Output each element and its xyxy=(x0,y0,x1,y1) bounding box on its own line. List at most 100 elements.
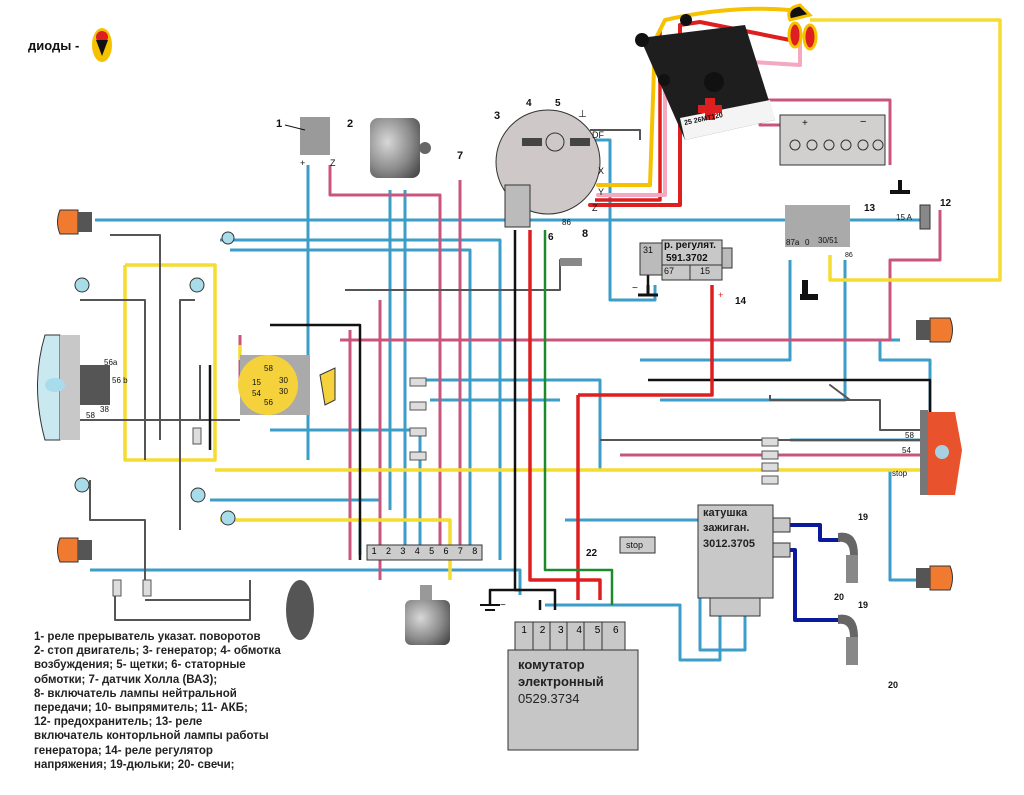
distributor xyxy=(405,585,450,645)
wire-hv xyxy=(780,523,840,542)
headlight-pin-58: 58 xyxy=(86,411,95,420)
headlight-pin-38: 38 xyxy=(100,405,109,414)
headlight-pin-56a: 56a xyxy=(104,358,118,367)
voltage-regulator xyxy=(638,239,733,297)
legend-line: генератора; 14- реле регулятор xyxy=(34,744,213,757)
wire-gray xyxy=(590,129,641,140)
wire-blue xyxy=(565,518,747,652)
connector-pin: 6 xyxy=(443,546,449,556)
wire-gray xyxy=(179,299,195,530)
commutator-pin: 1 xyxy=(521,625,527,636)
ignition-pin-15: 15 xyxy=(252,378,261,387)
label-4: 4 xyxy=(526,98,532,109)
label-12: 12 xyxy=(940,198,952,209)
connector-pin: 7 xyxy=(457,546,463,556)
gen-lamp-relay xyxy=(785,205,850,300)
ignition-switch xyxy=(238,355,336,415)
connector-block-pins: 1 2 3 4 5 6 7 8 xyxy=(367,546,482,556)
legend-line: 12- предохранитель; 13- реле xyxy=(34,716,203,729)
ignition-pin-30a: 30 xyxy=(279,376,288,385)
label-5: 5 xyxy=(555,98,561,109)
label-2: 2 xyxy=(347,118,354,130)
relay13-pin-86: 86 xyxy=(845,252,853,259)
commutator-title-1: комутатор xyxy=(518,657,585,672)
label-1: 1 xyxy=(276,118,283,130)
wire-red xyxy=(528,230,602,600)
legend-line: передачи; 10- выпрямитель; 11- АКБ; xyxy=(34,702,248,715)
turn-signal-lamps xyxy=(57,209,953,591)
wire-gray xyxy=(80,299,146,460)
relay13-pin-30-51: 30/51 xyxy=(818,236,839,245)
stop-switch-label: stop xyxy=(626,540,644,550)
label-19b: 19 xyxy=(858,600,869,610)
wire-blue xyxy=(270,428,422,560)
connector-block xyxy=(366,544,483,561)
regulator-pin-15: 15 xyxy=(700,266,711,276)
ignition-pin-30b: 30 xyxy=(279,387,288,396)
regulator-pin-31: 31 xyxy=(643,245,654,255)
label-14: 14 xyxy=(735,296,747,307)
wire-blue xyxy=(90,568,522,595)
relay13-pin-87a: 87a xyxy=(786,238,800,247)
fuse xyxy=(919,204,931,230)
diodes-label: диоды - xyxy=(28,38,80,53)
wire-red xyxy=(595,30,662,202)
legend-line: 8- включатель лампы нейтральной xyxy=(34,687,237,700)
wire-gray xyxy=(199,365,240,421)
label-gen-y: Y xyxy=(598,187,605,197)
wire-gray xyxy=(769,384,930,431)
indicator-bulbs xyxy=(74,231,236,526)
wire-gray xyxy=(345,259,570,291)
label-6: 6 xyxy=(548,232,554,243)
wire-yellow xyxy=(810,18,1002,282)
regulator-plus: + xyxy=(718,290,724,300)
wire-blue xyxy=(420,378,602,470)
connector-pin: 1 xyxy=(371,546,377,556)
wire-blue xyxy=(640,260,792,362)
label-gen-ground: ⊥ xyxy=(578,109,587,120)
legend-line: включатель конторльной лампы работы xyxy=(34,730,269,743)
relay13-pin-0: 0 xyxy=(805,238,810,247)
connector-pin: 8 xyxy=(472,546,478,556)
coil-title-1: катушка xyxy=(703,507,748,519)
commutator-box xyxy=(480,604,639,751)
tail-light xyxy=(920,410,962,495)
commutator-model: 0529.3734 xyxy=(518,691,580,706)
neutral-switch xyxy=(560,258,582,266)
battery xyxy=(779,114,910,194)
wire-blue xyxy=(220,238,502,560)
ignition-pin-56: 56 xyxy=(264,398,273,407)
connector-pin: 2 xyxy=(386,546,392,556)
lamp-sockets xyxy=(78,212,930,588)
commutator-title-2: электронный xyxy=(518,674,604,689)
legend-line: напряжения; 19-дюльки; 20- свечи; xyxy=(34,758,235,771)
label-gen-df: DF xyxy=(592,130,604,140)
legend-line: обмотки; 7- датчик Холла (ВАЗ); xyxy=(34,673,218,686)
label-7: 7 xyxy=(457,150,464,162)
connector-pin: 3 xyxy=(400,546,406,556)
label-relay-plus: + xyxy=(300,158,306,168)
regulator-minus: − xyxy=(632,283,638,294)
wire-blue xyxy=(240,518,362,555)
label-20b: 20 xyxy=(888,680,899,690)
wire-yellow xyxy=(123,263,217,462)
wire-black xyxy=(270,323,362,560)
ignition-pin-54: 54 xyxy=(252,389,261,398)
label-8: 8 xyxy=(582,228,589,240)
label-19a: 19 xyxy=(858,512,869,522)
wire-pink xyxy=(340,210,942,342)
horn xyxy=(286,580,314,640)
headlight-pin-56b: 56 b xyxy=(112,376,128,385)
battery-plus: + xyxy=(802,118,808,129)
regulator-pin-67: 67 xyxy=(664,266,675,276)
wire-blue xyxy=(230,248,472,560)
diodes xyxy=(787,3,818,51)
wire-blue xyxy=(545,603,722,662)
wire-hv xyxy=(780,548,840,622)
wire-gray xyxy=(110,234,161,440)
stop-switch xyxy=(619,536,656,554)
label-gen-86: 86 xyxy=(562,218,571,227)
rectifier-bridge xyxy=(635,14,775,140)
wire-blue xyxy=(790,338,932,442)
